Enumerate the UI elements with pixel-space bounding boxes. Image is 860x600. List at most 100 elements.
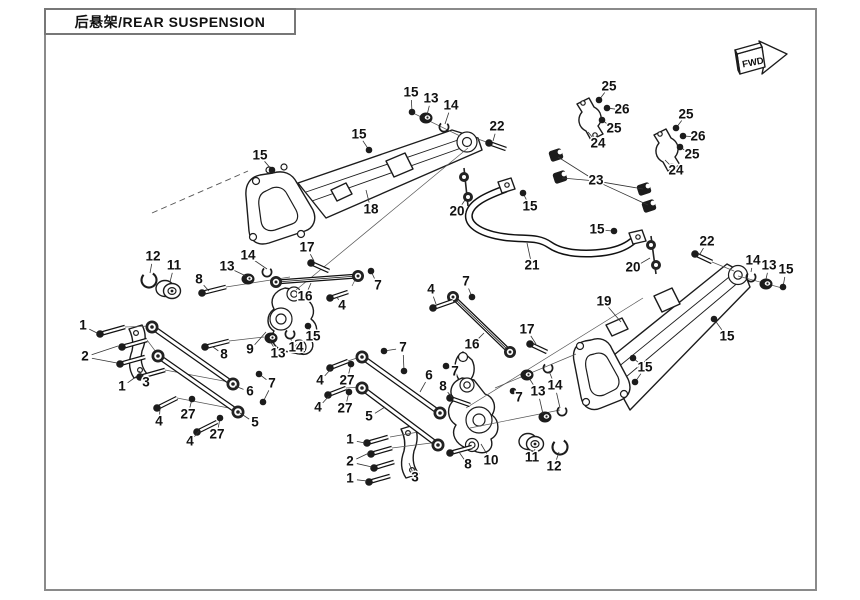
fastener-nut <box>365 146 373 154</box>
link-rod <box>361 386 439 447</box>
callout-leader <box>556 392 561 409</box>
stabilizer-bushing <box>557 149 563 155</box>
rubber-bushing <box>766 282 769 285</box>
page-title: 后悬架/REAR SUSPENSION <box>74 13 266 30</box>
link-rod <box>157 354 239 414</box>
link-bushing-end <box>451 295 455 299</box>
bolt-head <box>96 330 104 338</box>
callout-leader <box>460 199 466 207</box>
axis-line <box>228 336 265 342</box>
axis-line <box>391 442 432 449</box>
bolt-head <box>153 404 161 412</box>
callout-label: 13 <box>423 91 439 106</box>
snap-ring <box>140 271 158 289</box>
callout-label: 1 <box>118 379 126 394</box>
stabilizer-bushing <box>561 171 567 177</box>
fastener-nut <box>679 132 687 140</box>
stabilizer-bar <box>464 177 647 258</box>
callout-leader <box>234 385 244 390</box>
callout-label: 7 <box>462 274 470 289</box>
callout-label: 25 <box>606 121 622 136</box>
callout-label: 2 <box>346 454 354 469</box>
fastener-nut <box>676 143 684 151</box>
axis-line <box>295 147 469 291</box>
mount-bracket-left <box>128 324 148 379</box>
callout-label: 4 <box>155 414 163 429</box>
rubber-bushing <box>545 415 548 418</box>
callout-leader <box>233 269 247 277</box>
callout-label: 15 <box>589 222 605 237</box>
callout-label: 15 <box>403 85 419 100</box>
callout-leader <box>548 370 553 380</box>
callout-leader <box>530 335 537 345</box>
bolt-head <box>307 259 315 267</box>
rubber-bushing <box>271 336 274 339</box>
link-rod <box>151 325 234 386</box>
callout-leader <box>356 452 370 460</box>
callout-label: 18 <box>363 202 379 217</box>
callout-label: 7 <box>399 340 407 355</box>
fastener-nut <box>345 388 353 396</box>
rubber-bushing <box>426 116 429 119</box>
callout-leader <box>638 257 651 265</box>
callout-label: 8 <box>195 272 203 287</box>
callout-label: 13 <box>530 384 546 399</box>
bolt <box>139 368 166 379</box>
callout-label: 15 <box>252 148 268 163</box>
callout-leader <box>750 267 753 273</box>
stabilizer-bushing <box>650 200 656 206</box>
diagram-title-box: 后悬架/REAR SUSPENSION <box>44 8 296 35</box>
callout-leader <box>557 156 591 178</box>
rod-bushing-end <box>360 355 364 359</box>
seal-ring <box>284 328 296 340</box>
bolt-head <box>326 294 334 302</box>
callout-label: 7 <box>268 376 276 391</box>
callout-leader <box>408 462 413 472</box>
callout-leader <box>444 112 450 125</box>
callout-label: 11 <box>167 258 182 273</box>
callout-label: 22 <box>699 234 714 249</box>
callout-label: 20 <box>625 260 640 275</box>
callout-label: 13 <box>761 258 777 273</box>
callout-label: 12 <box>546 459 561 474</box>
callout-leader <box>89 328 98 334</box>
fastener-nut <box>380 347 388 355</box>
callout-label: 9 <box>246 342 254 357</box>
pivot-bushing <box>530 440 540 449</box>
stabilizer-clamp-left <box>576 97 604 141</box>
fwd-label: FWD <box>741 55 764 70</box>
bolt <box>119 355 146 366</box>
seal-ring <box>542 362 554 374</box>
connecting-link <box>452 296 511 353</box>
callout-leader <box>356 440 366 444</box>
callout-leader <box>526 242 531 260</box>
stabilizer-end-link <box>649 243 653 247</box>
bolt-head <box>367 450 375 458</box>
callout-label: 16 <box>297 289 313 304</box>
bolt-head <box>118 343 126 351</box>
bolt-head <box>370 464 378 472</box>
callout-label: 17 <box>519 322 534 337</box>
callout-label: 26 <box>690 129 706 144</box>
callout-label: 15 <box>719 329 735 344</box>
fastener-nut <box>259 398 267 406</box>
bolt <box>201 285 227 295</box>
callout-leader <box>561 177 590 181</box>
callout-label: 24 <box>668 163 684 178</box>
callout-leader <box>699 247 704 255</box>
seal-ring <box>261 266 273 278</box>
callout-leader <box>91 345 119 356</box>
callout-leader <box>309 253 315 262</box>
rubber-bushing <box>527 373 530 376</box>
callout-label: 20 <box>449 204 464 219</box>
page-border <box>44 8 817 591</box>
rod-bushing-end <box>360 386 364 390</box>
link-bushing-end <box>508 350 512 354</box>
callout-leader <box>194 430 200 437</box>
callout-label: 25 <box>601 79 617 94</box>
stabilizer-end-link <box>466 195 470 199</box>
callout-leader <box>608 307 622 323</box>
fastener-nut <box>603 104 611 112</box>
seal-ring <box>556 405 568 417</box>
